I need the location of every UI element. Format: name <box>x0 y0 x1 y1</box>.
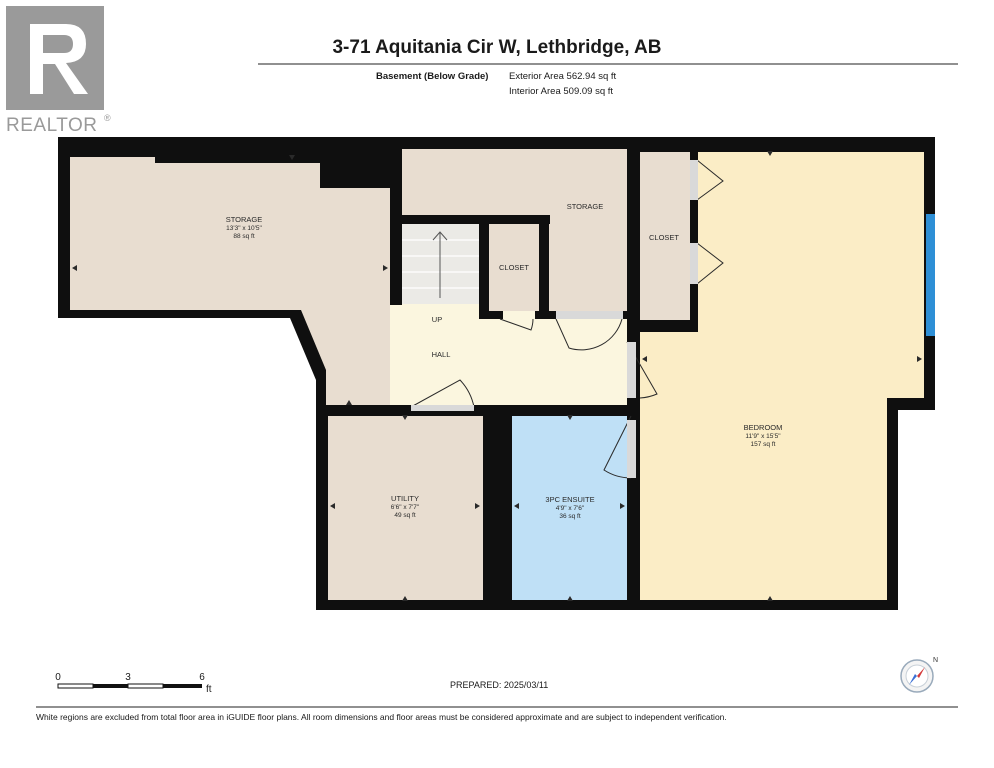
room-closet-stair <box>489 224 539 311</box>
room-storage-left <box>70 157 390 405</box>
hall-name: HALL <box>432 350 451 359</box>
footer-disclaimer: White regions are excluded from total fl… <box>36 712 727 722</box>
ensuite-name: 3PC ENSUITE <box>545 495 594 504</box>
realtor-logo: REALTOR ® <box>6 6 111 136</box>
stair-up-label: UP <box>432 315 442 324</box>
window <box>926 214 935 336</box>
storage-left-area: 88 sq ft <box>233 233 255 240</box>
exterior-area: Exterior Area 562.94 sq ft <box>509 71 617 82</box>
realtor-r-logo-icon <box>6 6 104 110</box>
room-closet-right <box>640 152 690 320</box>
scale-unit: ft <box>206 684 212 695</box>
interior-area: Interior Area 509.09 sq ft <box>509 86 613 97</box>
storage-left-dims: 13'3" x 10'5" <box>226 225 262 232</box>
scale-bar: 0 3 6 ft <box>55 672 212 695</box>
room-labels: STORAGE 13'3" x 10'5" 88 sq ft STORAGE C… <box>226 202 783 520</box>
bedroom-name: BEDROOM <box>744 423 783 432</box>
scale-tick-0: 0 <box>55 672 61 683</box>
bedroom-dims: 11'9" x 15'5" <box>745 433 781 440</box>
closet-right-name: CLOSET <box>649 233 679 242</box>
door-openings <box>411 160 698 478</box>
floor-plan: STORAGE 13'3" x 10'5" 88 sq ft STORAGE C… <box>58 137 935 610</box>
room-utility <box>328 415 483 600</box>
room-bedroom <box>640 152 924 600</box>
room-hall <box>390 304 627 405</box>
utility-area: 49 sq ft <box>394 512 416 519</box>
compass-icon: N <box>900 657 938 693</box>
compass-north-label: N <box>933 657 938 664</box>
closet-stair-name: CLOSET <box>499 263 529 272</box>
door-swings <box>410 159 724 479</box>
realtor-wordmark: REALTOR <box>6 115 98 136</box>
ensuite-dims: 4'9" x 7'6" <box>556 505 585 512</box>
dimension-arrows <box>72 151 922 601</box>
bedroom-area: 157 sq ft <box>751 441 776 448</box>
address-title: 3-71 Aquitania Cir W, Lethbridge, AB <box>332 37 661 58</box>
scale-tick-3: 3 <box>125 672 131 683</box>
room-storage-top <box>402 149 627 215</box>
storage-top-name: STORAGE <box>567 202 604 211</box>
level-label: Basement (Below Grade) <box>376 71 488 82</box>
prepared-date: PREPARED: 2025/03/11 <box>450 680 548 690</box>
stair-arrow-icon <box>432 231 448 298</box>
storage-left-name: STORAGE <box>226 215 263 224</box>
room-ensuite <box>512 416 627 600</box>
registered-mark: ® <box>104 113 111 123</box>
utility-name: UTILITY <box>391 494 419 503</box>
scale-tick-6: 6 <box>199 672 205 683</box>
utility-dims: 6'6" x 7'7" <box>391 504 420 511</box>
ensuite-area: 36 sq ft <box>559 513 581 520</box>
